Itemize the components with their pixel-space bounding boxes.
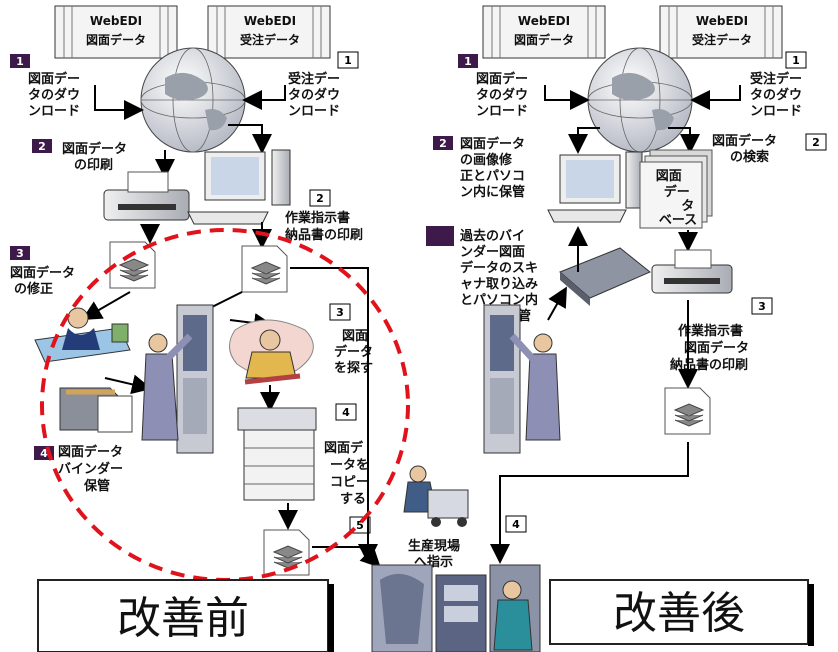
worker-at-cabinet-icon	[483, 304, 561, 454]
computer-icon	[547, 151, 643, 223]
svg-text:改善後: 改善後	[613, 588, 745, 639]
document-stack-icon	[241, 245, 288, 293]
database-icon: 図面 デー タ ベース	[639, 149, 713, 229]
shelf-label-2: 図面データ	[514, 32, 574, 47]
webedi-order-server-before: WebEDI 受注データ	[207, 5, 331, 59]
document-stack-icon	[664, 387, 711, 435]
svg-text:1: 1	[344, 54, 352, 67]
step-badge-1b: 1	[337, 51, 359, 69]
fix-drawing-text: 図面データ の修正	[10, 265, 80, 297]
arrow	[94, 85, 144, 120]
search-drawing-text: 図面 データ を探す	[334, 329, 378, 376]
shelf-label-2: 受注データ	[692, 32, 752, 47]
download-drawing-text: 図面デー タのダウ ンロード	[28, 71, 85, 119]
print-instructions-text: 作業指示書 納品書の印刷	[285, 210, 363, 243]
document-stack-icon	[263, 529, 310, 576]
svg-text:4: 4	[40, 447, 48, 460]
arrow	[228, 124, 272, 154]
step-badge-1b-after: 1	[785, 51, 807, 69]
arrow	[290, 267, 378, 564]
svg-text:2: 2	[38, 140, 46, 153]
step-badge-3a: 3	[10, 246, 30, 260]
shelf-label-1: WebEDI	[518, 14, 570, 28]
step-badge-1a-after: 1	[458, 54, 478, 68]
shelf-label-2: 受注データ	[240, 32, 300, 47]
print-all-text: 作業指示書 図面データ 納品書の印刷	[670, 323, 754, 373]
step-badge-4-after: 4	[505, 515, 527, 533]
copier-icon	[237, 407, 317, 501]
step-badge-2b-after: 2	[805, 133, 827, 151]
scanner-icon	[559, 247, 651, 306]
step-badge-3-after: 3	[751, 297, 773, 315]
fix-store-text: 図面データ の画像修 正とパソコ ン内に保管	[460, 136, 530, 200]
arrow	[81, 291, 131, 321]
svg-text:4: 4	[512, 518, 520, 531]
globe-icon	[140, 47, 246, 153]
worker-at-cabinet-icon	[141, 304, 214, 454]
svg-text:3: 3	[336, 306, 344, 319]
webedi-order-server-after: WebEDI 受注データ	[659, 5, 783, 59]
computer-icon	[187, 149, 291, 225]
svg-text:2: 2	[439, 137, 447, 150]
print-drawing-text: 図面データ の印刷	[62, 141, 132, 173]
shelf-label-1: WebEDI	[696, 14, 748, 28]
copy-drawing-text: 図面デ ータを コピー する	[324, 440, 374, 507]
svg-text:3: 3	[16, 247, 24, 260]
database-label: 図面 デー タ ベース	[656, 169, 699, 228]
svg-text:1: 1	[792, 54, 800, 67]
binder-storage-text: 図面データ バインダー 保管	[58, 444, 128, 494]
after-title: 改善後	[549, 579, 814, 646]
shelf-label-1: WebEDI	[90, 14, 142, 28]
step-badge-4b: 4	[335, 403, 357, 421]
file-cabinet-icon	[59, 387, 133, 433]
arrow	[312, 546, 381, 568]
shelf-label-1: WebEDI	[244, 14, 296, 28]
office-worker-icon	[34, 307, 131, 363]
arrow	[568, 127, 600, 154]
before-title: 改善前	[37, 579, 334, 652]
svg-text:1: 1	[16, 55, 24, 68]
search-drawing-text: 図面データ の検索	[712, 133, 782, 165]
production-line-icon	[371, 564, 541, 652]
svg-text:5: 5	[356, 519, 364, 532]
printer-icon	[103, 171, 190, 221]
svg-text:3: 3	[758, 300, 766, 313]
webedi-drawing-server-before: WebEDI 図面データ	[54, 5, 178, 59]
document-stack-icon	[109, 241, 156, 289]
download-drawing-text: 図面デー タのダウ ンロード	[476, 71, 533, 119]
arrow	[490, 442, 689, 564]
download-order-text: 受注デー タのダウ ンロード	[750, 71, 807, 119]
forklift-worker-icon	[403, 465, 469, 527]
svg-text:1: 1	[464, 55, 472, 68]
step-badge-2a-after: 2	[433, 136, 453, 150]
searching-worker-icon	[229, 319, 314, 385]
step-badge-scan	[426, 226, 454, 246]
step-badge-3b: 3	[329, 303, 351, 321]
svg-text:改善前: 改善前	[117, 593, 249, 644]
shelf-label-2: 図面データ	[86, 32, 146, 47]
svg-text:4: 4	[342, 406, 350, 419]
arrow	[547, 286, 567, 321]
webedi-drawing-server-after: WebEDI 図面データ	[482, 5, 606, 59]
step-badge-2b: 2	[309, 189, 331, 207]
svg-text:2: 2	[812, 136, 820, 149]
arrow	[104, 374, 152, 395]
arrow	[544, 85, 590, 110]
arrow	[690, 85, 741, 110]
printer-icon	[651, 249, 733, 294]
globe-icon	[587, 47, 693, 153]
svg-text:2: 2	[316, 192, 324, 205]
download-order-text: 受注デー タのダウ ンロード	[288, 71, 345, 119]
step-badge-1a: 1	[10, 54, 30, 68]
arrow	[209, 291, 243, 309]
step-badge-2a: 2	[32, 139, 52, 153]
arrow	[242, 85, 286, 110]
arrow	[668, 127, 700, 154]
